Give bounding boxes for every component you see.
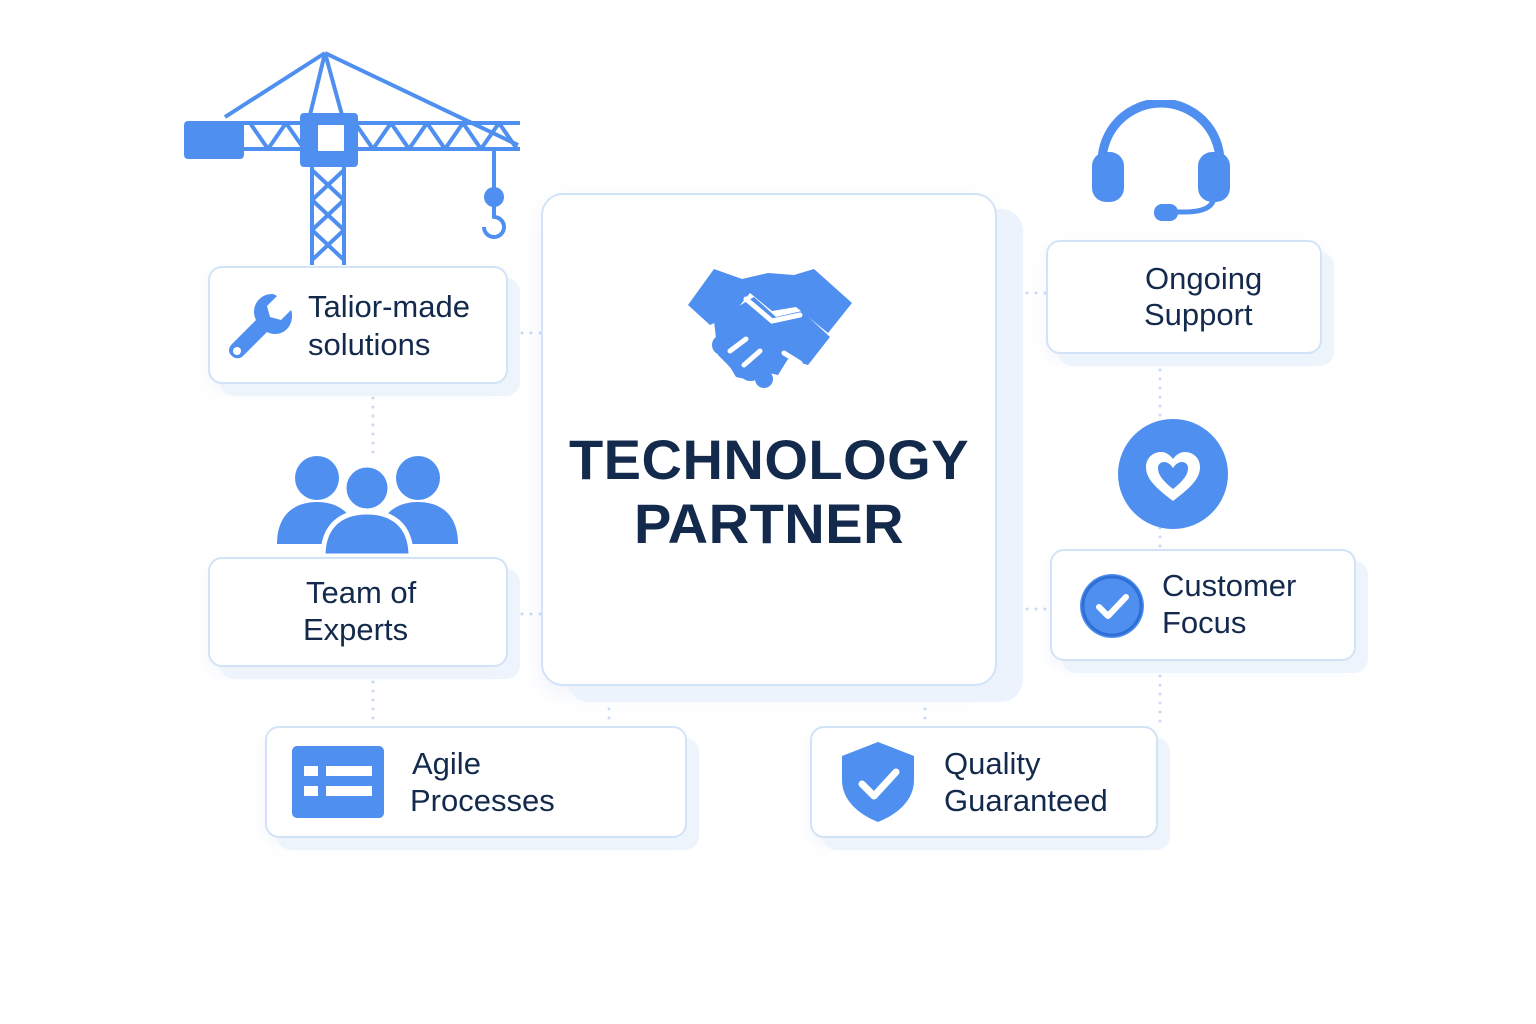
crane-icon — [184, 51, 520, 265]
support-label-line-2: Support — [1144, 297, 1253, 332]
headset-icon — [1092, 100, 1230, 221]
center-title-line-2: PARTNER — [633, 492, 905, 555]
team-of-experts-card — [208, 557, 508, 667]
quality-label-line-1: Quality — [944, 746, 1041, 781]
customer-label-line-1: Customer — [1162, 568, 1297, 603]
check-circle-icon — [1080, 574, 1144, 638]
handshake-icon — [688, 269, 852, 388]
agile-label-line-1: Agile — [412, 746, 481, 781]
people-group-icon — [277, 456, 458, 557]
tailor-made-label-line-1: Talior-made — [308, 289, 470, 324]
customer-label-line-2: Focus — [1162, 605, 1247, 640]
agile-processes-card — [265, 726, 687, 838]
support-label-line-1: Ongoing — [1145, 261, 1263, 296]
tailor-made-label-line-2: solutions — [308, 327, 431, 362]
team-label-line-2: Experts — [303, 612, 409, 647]
table-grid-icon — [292, 746, 384, 818]
shield-check-icon — [842, 742, 914, 822]
team-label-line-1: Team of — [306, 575, 417, 610]
heart-circle-icon — [1118, 419, 1228, 529]
agile-label-line-2: Processes — [410, 783, 555, 818]
quality-label-line-2: Guaranteed — [944, 783, 1108, 818]
ongoing-support-card — [1046, 240, 1322, 354]
wrench-icon — [229, 294, 292, 359]
center-title-line-1: TECHNOLOGY — [568, 428, 970, 491]
